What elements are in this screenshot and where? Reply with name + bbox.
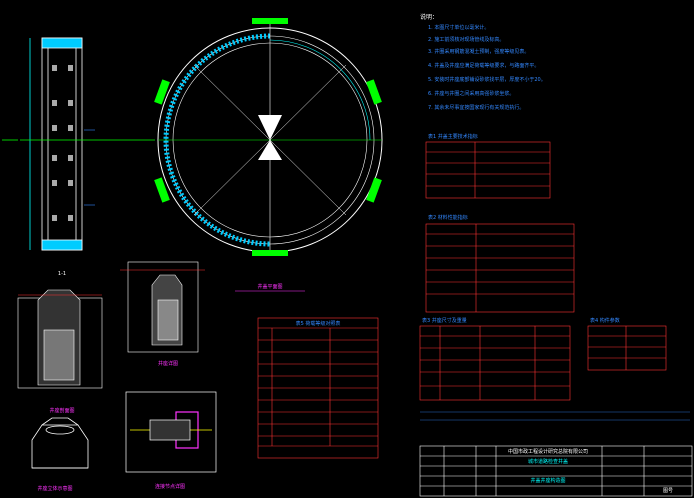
- table-1: [425, 141, 551, 199]
- table-5-caption: 表5 荷载等级对照表: [296, 320, 341, 327]
- table-1-caption: 表1 井盖主要技术指标: [428, 133, 478, 140]
- iso-label: 井座立体示意图: [37, 485, 72, 492]
- table-4-caption: 表4 构件参数: [590, 317, 620, 324]
- left-elevation: [2, 37, 155, 251]
- note-line-6: 6. 井座与井圈之间采用高强砂浆坐浆。: [428, 91, 515, 97]
- notes-title: 说明：: [420, 14, 439, 21]
- note-line-4: 4. 井盖及井座应满足荷载等级要求，与路面齐平。: [428, 63, 540, 69]
- table-4: [587, 325, 667, 371]
- note-line-5: 5. 安装时井座底部铺设砂浆找平层，厚度不小于20。: [428, 77, 546, 83]
- iso-view: [31, 417, 89, 469]
- table-5: [257, 317, 379, 459]
- title-block: [419, 445, 693, 497]
- table-2-caption: 表2 材料性能指标: [428, 214, 468, 221]
- table-3-caption: 表3 井座尺寸及重量: [422, 317, 467, 324]
- section-detail-mid: [120, 261, 205, 353]
- detail-label-2: 井座详图: [158, 360, 178, 367]
- note-line-2: 2. 施工前须核对现场管线及标高。: [428, 37, 505, 43]
- table-3: [419, 325, 571, 401]
- section-label: 1-1: [58, 271, 66, 277]
- table-2: [425, 223, 575, 313]
- plan-label: 井盖平面图: [257, 283, 282, 290]
- connection-label: 连接节点详图: [155, 483, 185, 490]
- left-elevation-bolts: [52, 65, 73, 221]
- title-company: 中国市政工程设计研究总院有限公司: [508, 448, 588, 455]
- left-elevation-dims: [84, 129, 95, 206]
- manhole-plan: [154, 18, 383, 256]
- note-line-1: 1. 本图尺寸单位以毫米计。: [428, 25, 490, 31]
- title-project: 城市道路检查井盖: [528, 458, 568, 465]
- title-drawing-name: 井盖井座构造图: [530, 477, 565, 484]
- note-line-3: 3. 井圈采用钢筋混凝土预制，强度等级见表。: [428, 49, 530, 55]
- note-line-7: 7. 其余未尽事宜按国家现行有关规范执行。: [428, 105, 525, 111]
- connection-detail: [125, 391, 217, 473]
- section-detail-left: [17, 289, 103, 389]
- title-sheet-no: 图号: [663, 488, 673, 494]
- detail-label-1: 井座剖面图: [49, 407, 74, 414]
